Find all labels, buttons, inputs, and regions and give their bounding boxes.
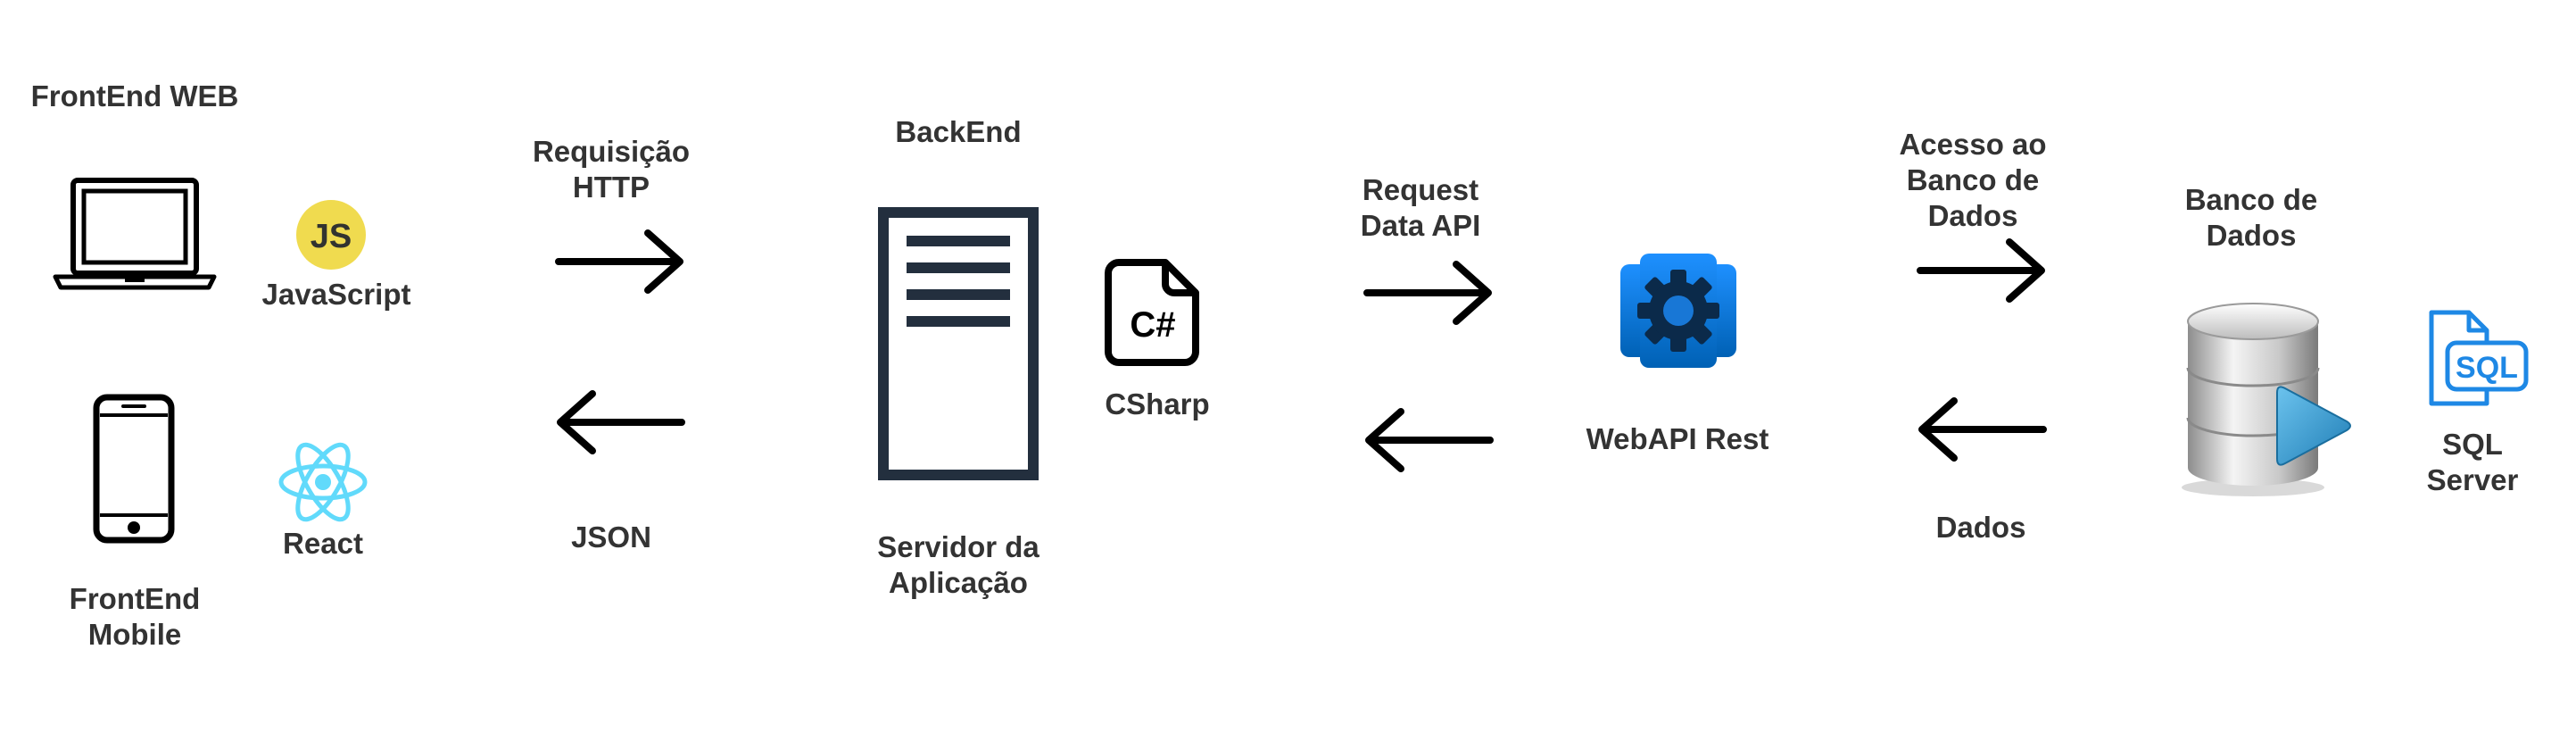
csharp-glyph: C# <box>1130 305 1175 345</box>
javascript-label: JavaScript <box>261 278 411 311</box>
arrow-left-icon <box>1918 397 2047 462</box>
arrow-right-icon <box>1363 261 1492 325</box>
json-label: JSON <box>571 520 651 554</box>
arrow-right-icon <box>1917 238 2045 303</box>
sql-file-icon: SQL <box>2429 310 2529 406</box>
backend-label: BackEnd <box>895 115 1022 148</box>
js-badge-text: JS <box>311 218 352 255</box>
db-access-label: Acesso ao Banco de Dados <box>1899 128 2047 232</box>
server-icon <box>878 207 1039 480</box>
csharp-file-icon: C# <box>1105 259 1199 366</box>
http-request-label: Requisição HTTP <box>532 135 691 204</box>
frontend-web-label: FrontEnd WEB <box>30 79 239 112</box>
arrow-left-icon <box>1365 408 1494 472</box>
data-label: Dados <box>1935 511 2026 544</box>
sql-glyph: SQL <box>2456 351 2518 385</box>
react-logo-icon <box>278 442 368 522</box>
frontend-mobile-label: FrontEnd Mobile <box>69 582 201 651</box>
csharp-label: CSharp <box>1105 387 1210 420</box>
react-label: React <box>283 527 363 560</box>
arrow-left-icon <box>557 390 685 454</box>
app-server-label: Servidor da Aplicação <box>877 530 1040 599</box>
arrow-right-icon <box>555 229 683 294</box>
webapi-label: WebAPI Rest <box>1586 422 1769 455</box>
request-data-api-label: Request Data API <box>1360 173 1481 242</box>
database-icon <box>2182 303 2351 496</box>
smartphone-icon <box>93 394 175 544</box>
database-label: Banco de Dados <box>2184 183 2318 252</box>
sql-server-label: SQL Server <box>2426 428 2519 496</box>
gear-puzzle-icon <box>1620 254 1736 368</box>
javascript-logo-icon: JS <box>296 200 366 270</box>
laptop-icon <box>53 178 217 290</box>
